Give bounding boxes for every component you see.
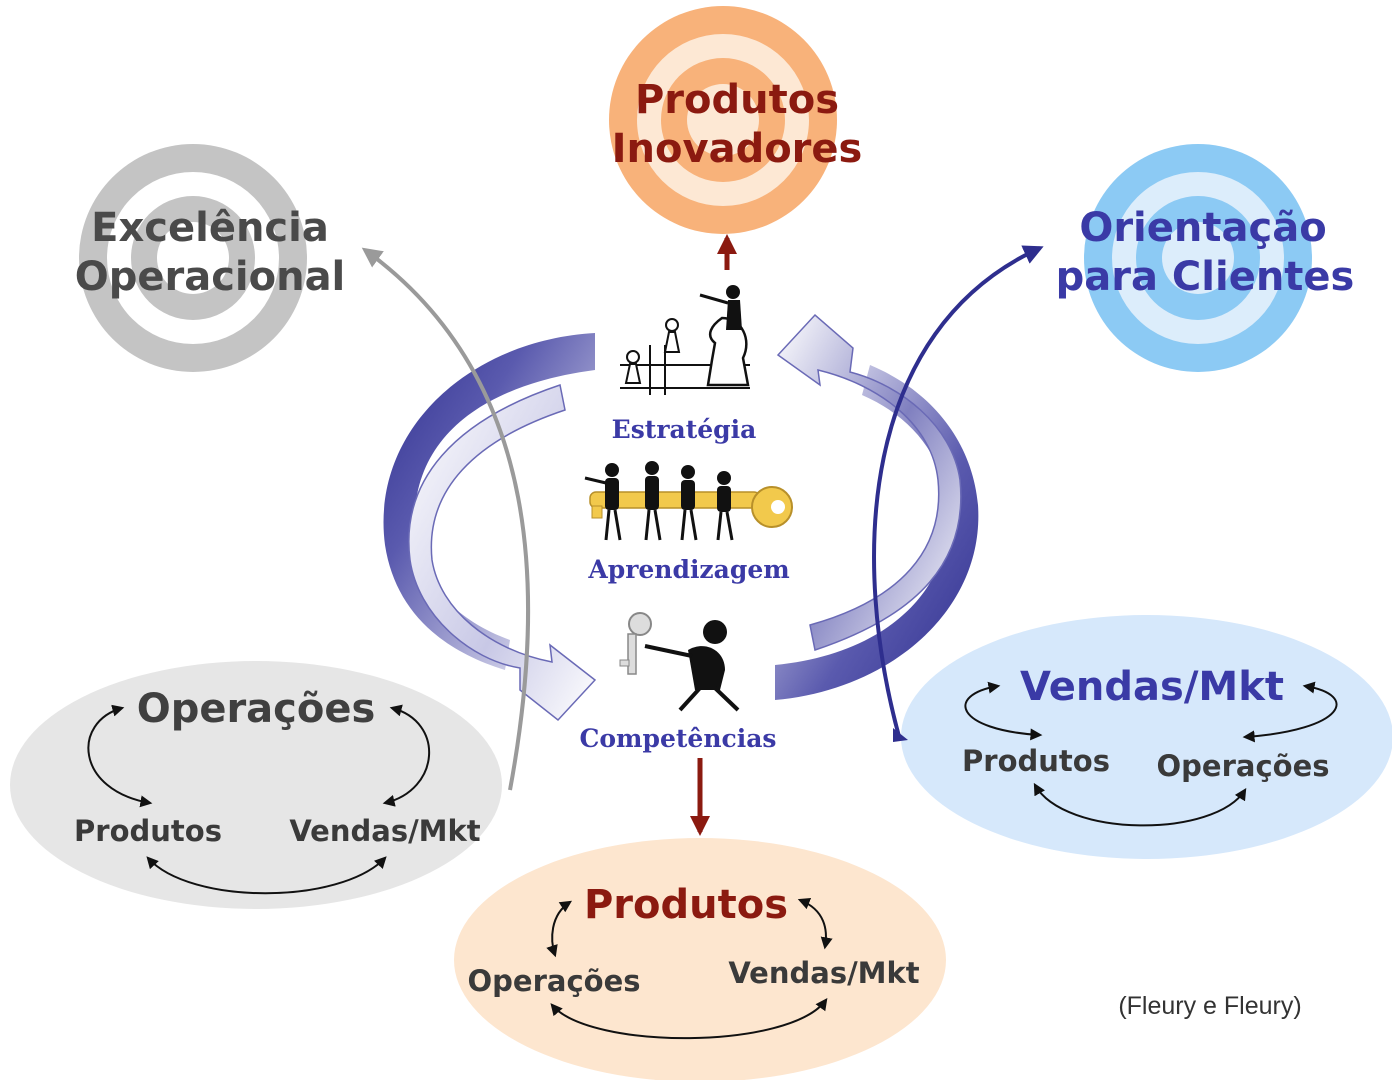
target-right-line2: para Clientes: [1056, 254, 1355, 300]
credit-fleury: (Fleury e Fleury): [1118, 992, 1301, 1020]
person-body: [688, 646, 725, 690]
pawn-body: [663, 331, 681, 353]
team-member-legs: [680, 509, 687, 541]
cycle-arrow-bottom: [550, 998, 828, 1040]
label-competencias: Competências: [579, 724, 776, 753]
person-leg: [678, 686, 702, 712]
ellipse-operacoes: Operações Produtos Vendas/Mkt: [10, 661, 502, 909]
target-excelencia-operacional: Excelência Operacional: [75, 144, 346, 372]
key-bow: [628, 612, 652, 636]
team-member-head: [605, 463, 619, 477]
ellipse-right-title: Vendas/Mkt: [1020, 664, 1284, 710]
person-head: [703, 620, 727, 644]
right-ribbon-arrow: [775, 313, 979, 700]
ellipse-bottom-sub-right: Vendas/Mkt: [728, 956, 919, 990]
target-top-line2: Inovadores: [612, 126, 863, 172]
team-member-head: [717, 471, 731, 485]
target-right-line1: Orientação: [1079, 205, 1326, 251]
team-member-legs: [725, 511, 734, 541]
team-member-legs: [716, 511, 723, 541]
person-arm: [644, 644, 693, 658]
pawn-body: [624, 363, 642, 384]
cycle-arrow-bottom: [146, 856, 387, 895]
cycle-arrow-top-right: [1242, 681, 1338, 743]
team-member-head: [681, 465, 695, 479]
key-tooth: [619, 659, 630, 667]
team-key-learning-icon: [584, 461, 793, 541]
team-member-body: [605, 478, 619, 510]
target-left-line1: Excelência: [91, 205, 329, 251]
gray-arrow-to-excelencia: [361, 247, 531, 791]
team-member-arm: [584, 476, 607, 485]
label-estrategia: Estratégia: [612, 415, 757, 444]
player-arm: [699, 293, 729, 305]
team-member-body: [681, 480, 695, 510]
target-left-line2: Operacional: [75, 254, 346, 300]
left-ribbon-dark: [383, 333, 595, 670]
left-ribbon-arrow: [383, 333, 597, 722]
team-member-body: [717, 486, 731, 512]
pawn-head: [626, 350, 640, 364]
navy-arrow-to-orientacao: [872, 245, 1044, 741]
ellipse-left-sub-right: Vendas/Mkt: [289, 814, 480, 848]
target-orientacao-clientes: Orientação para Clientes: [1056, 144, 1355, 372]
player-body: [726, 300, 742, 330]
cycle-arrow-top-right: [797, 898, 833, 950]
knight-piece: [706, 316, 750, 387]
target-ring-inner: [687, 84, 759, 156]
player-head: [726, 285, 740, 299]
cycle-arrow-top-right: [382, 704, 430, 807]
pawn-head: [665, 318, 679, 332]
target-produtos-inovadores: Produtos Inovadores: [609, 6, 862, 234]
cycle-arrow-bottom: [1033, 782, 1247, 827]
right-ribbon-dark: [775, 365, 979, 700]
label-aprendizagem: Aprendizagem: [587, 555, 789, 584]
ellipse-left-title: Operações: [137, 686, 376, 732]
ellipse-produtos: Produtos Operações Vendas/Mkt: [454, 838, 946, 1080]
person-with-key-competency-icon: [619, 612, 740, 712]
ellipse-right-sub-right: Operações: [1157, 749, 1330, 783]
target-ring-inner: [1162, 222, 1234, 294]
cycle-arrow-top-left: [964, 681, 1043, 741]
key-tooth: [591, 505, 603, 519]
team-member-legs: [653, 509, 662, 541]
target-top-line1: Produtos: [635, 77, 839, 123]
right-ribbon-light: [776, 313, 962, 651]
ellipse-right-sub-left: Produtos: [962, 744, 1110, 778]
ellipse-vendas-mkt: Vendas/Mkt Produtos Operações: [901, 615, 1392, 859]
key-bow-hole: [771, 500, 785, 514]
chess-strategy-icon: [620, 285, 750, 395]
cycle-arrow-top-left: [546, 900, 573, 958]
team-member-body: [645, 476, 659, 510]
team-member-legs: [613, 509, 622, 541]
ellipse-left-sub-left: Produtos: [74, 814, 222, 848]
person-leg: [713, 686, 740, 712]
left-ribbon-light: [408, 384, 597, 722]
key-shaft: [627, 633, 637, 675]
team-member-legs: [644, 509, 651, 541]
team-member-legs: [689, 509, 698, 541]
ellipse-bottom-title: Produtos: [584, 882, 788, 928]
team-member-legs: [604, 509, 611, 541]
target-ring-inner: [157, 222, 229, 294]
cycle-arrow-top-left: [87, 704, 153, 808]
navy-arrow-head-bottom: [893, 728, 908, 742]
team-member-head: [645, 461, 659, 475]
ellipse-bottom-sub-left: Operações: [468, 964, 641, 998]
ellipse-shape: [901, 615, 1392, 859]
